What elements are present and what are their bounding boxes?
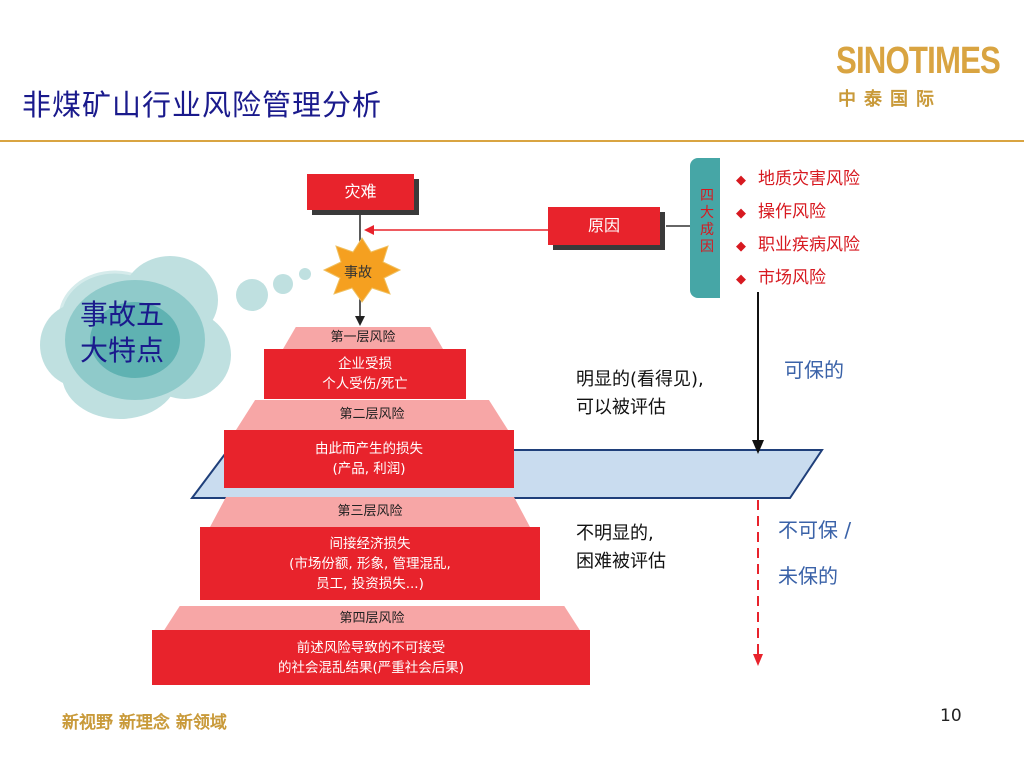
- cause-item: ◆ 职业疾病风险: [736, 234, 860, 267]
- slide-title: 非煤矿山行业风险管理分析: [22, 88, 383, 122]
- cause-item-label: 地质灾害风险: [758, 169, 860, 189]
- visible-risk-line2: 可以被评估: [576, 397, 666, 418]
- footer-slogan: 新视野 新理念 新领域: [62, 713, 227, 733]
- thought-cloud: [40, 256, 311, 419]
- cause-item: ◆ 操作风险: [736, 201, 860, 234]
- logo-text: SINOTIMES: [836, 40, 1001, 82]
- page-number: 10: [940, 706, 962, 726]
- diamond-bullet-icon: ◆: [736, 272, 746, 287]
- diamond-bullet-icon: ◆: [736, 239, 746, 254]
- hidden-risk-line2: 困难被评估: [576, 551, 666, 572]
- cause-item: ◆ 地质灾害风险: [736, 168, 860, 201]
- layer1-box: 企业受损 个人受伤/死亡: [264, 349, 466, 399]
- layer3-box: 间接经济损失 (市场份额, 形象, 管理混乱, 员工, 投资损失...): [200, 527, 540, 600]
- diamond-bullet-icon: ◆: [736, 173, 746, 188]
- layer2-line1: 由此而产生的损失: [315, 441, 423, 457]
- four-causes-list: ◆ 地质灾害风险 ◆ 操作风险 ◆ 职业疾病风险 ◆ 市场风险: [736, 168, 860, 300]
- cause-item: ◆ 市场风险: [736, 267, 860, 300]
- layer2-box: 由此而产生的损失 (产品, 利润): [224, 430, 514, 488]
- layer4-line2: 的社会混乱结果(严重社会后果): [277, 659, 465, 676]
- uninsurable-label-line2: 未保的: [778, 564, 838, 588]
- cloud-text: 事故五 大特点: [80, 297, 164, 369]
- cloud-text-line1: 事故五: [80, 298, 165, 331]
- cloud-text-line2: 大特点: [80, 334, 165, 367]
- cause-item-label: 市场风险: [758, 268, 826, 288]
- layer2-line2: (产品, 利润): [332, 461, 406, 477]
- diamond-bullet-icon: ◆: [736, 206, 746, 221]
- layer4-box: 前述风险导致的不可接受 的社会混乱结果(严重社会后果): [152, 630, 590, 685]
- four-causes-tab: [690, 158, 720, 298]
- layer1-line2: 个人受伤/死亡: [322, 376, 408, 392]
- visible-risk-note: 明显的(看得见), 可以被评估: [576, 366, 704, 422]
- layer3-caption: 第三层风险: [210, 497, 530, 527]
- four-causes-label: 四大成因: [700, 188, 714, 255]
- layer2-caption: 第二层风险: [236, 400, 508, 430]
- disaster-box: 灾难: [307, 174, 414, 210]
- cause-item-label: 操作风险: [758, 202, 826, 222]
- layer4-line1: 前述风险导致的不可接受: [296, 639, 446, 656]
- cause-item-label: 职业疾病风险: [758, 235, 860, 255]
- hidden-risk-note: 不明显的, 困难被评估: [576, 520, 666, 576]
- layer3-line3: 员工, 投资损失...): [316, 575, 424, 592]
- layer1-caption: 第一层风险: [283, 327, 443, 349]
- insurable-label: 可保的: [784, 358, 844, 382]
- layer4-caption: 第四层风险: [163, 606, 581, 632]
- accident-burst: [322, 237, 402, 303]
- uninsurable-label-line1: 不可保 /: [778, 518, 852, 542]
- layer3-line2: (市场份额, 形象, 管理混乱,: [289, 555, 451, 572]
- accident-label: 事故: [344, 265, 372, 281]
- visible-risk-line1: 明显的(看得见),: [576, 369, 704, 390]
- layer3-line1: 间接经济损失: [329, 535, 411, 552]
- cause-box: 原因: [548, 207, 660, 245]
- hidden-risk-line1: 不明显的,: [576, 523, 654, 544]
- header-divider: [0, 140, 1024, 142]
- layer1-line1: 企业受损: [338, 356, 392, 372]
- logo-subtitle: 中泰国际: [838, 89, 942, 110]
